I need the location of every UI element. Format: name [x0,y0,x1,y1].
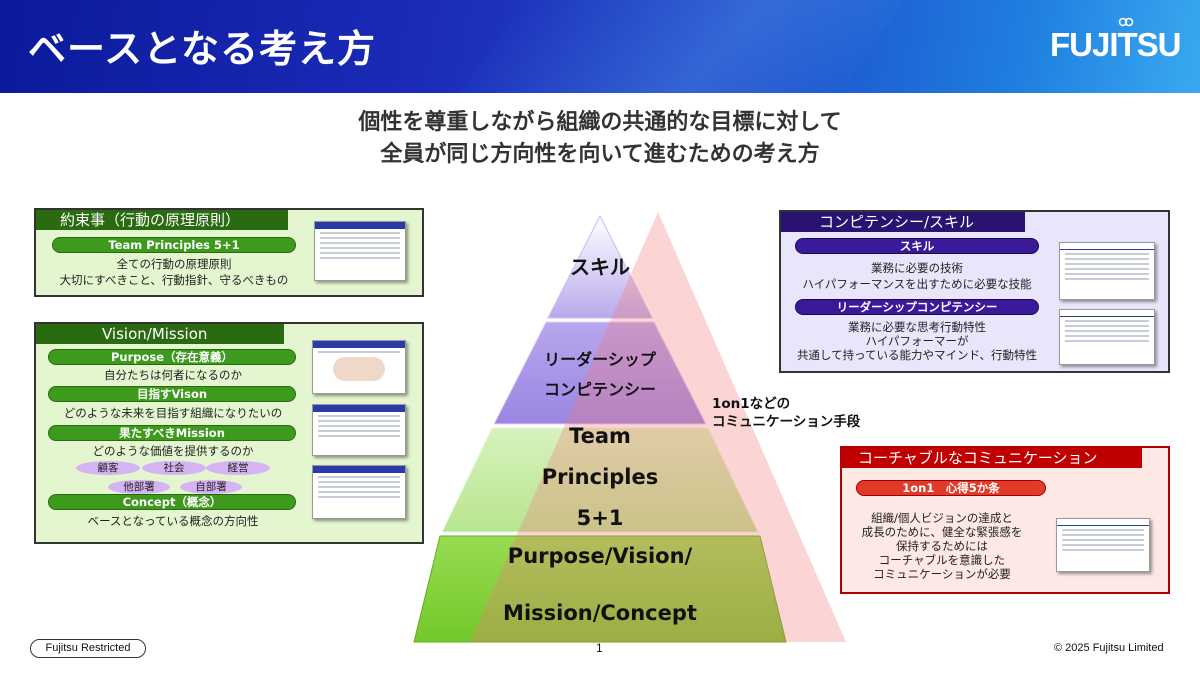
panel-coachable-communication: コーチャブルなコミュニケーション 1on1 心得5か条 組織/個人ビジョンの達成… [840,446,1170,594]
vision-thumbnail [312,404,406,456]
communication-label-line-1: 1on1などの [712,396,791,412]
communication-triangle [470,212,846,642]
team-principles-pill: Team Principles 5+1 [52,237,296,253]
pyramid-label-team: Team [569,424,631,448]
coachable-line-3: 保持するためには [896,539,988,553]
pyramid-label-leadership: リーダーシップ [544,350,656,369]
stakeholder-management: 経営 [206,461,270,475]
mission-pill: 果たすべきMission [48,425,296,441]
stakeholder-other-dept: 他部署 [108,480,170,494]
skill-line-1: 業務に必要の技術 [871,261,963,275]
panel-principles-title: 約束事（行動の原理原則） [36,210,288,230]
pyramid-label-skill: スキル [570,255,630,279]
title-bar: ベースとなる考え方 FUJITSU [0,0,1200,93]
principles-line-1: 全ての行動の原理原則 [116,257,232,271]
purpose-pill: Purpose（存在意義） [48,349,296,365]
infinity-logo-icon [1118,17,1134,27]
mission-text: どのような価値を提供するのか [92,444,254,458]
stakeholder-customer: 顧客 [76,461,140,475]
subtitle-line-1: 個性を尊重しながら組織の共通的な目標に対して [358,110,842,135]
panel-principles: 約束事（行動の原理原則） Team Principles 5+1 全ての行動の原… [34,208,424,297]
pyramid-level-team-principles [441,427,759,533]
leadership-line-2: ハイパフォーマーが [865,334,969,348]
one-on-one-thumbnail [1056,518,1150,572]
pyramid-label-competency: コンピテンシー [543,380,656,399]
concept-pill: Concept（概念） [48,494,296,510]
stakeholder-own-dept: 自部署 [180,480,242,494]
panel-competency-skill: コンピテンシー/スキル スキル 業務に必要の技術 ハイパフォーマンスを出すために… [779,210,1170,373]
vision-text: どのような未来を目指す組織になりたいの [63,406,283,420]
vision-pill: 目指すVison [48,386,296,402]
subtitle-line-2: 全員が同じ方向性を向いて進むための考え方 [380,142,820,167]
principles-thumbnail [314,221,406,281]
classification-badge: Fujitsu Restricted [30,639,146,658]
leadership-competency-pill: リーダーシップコンピテンシー [795,299,1039,315]
leadership-line-3: 共通して持っている能力やマインド、行動特性 [796,348,1038,362]
fujitsu-logo: FUJITSU [1050,26,1182,63]
purpose-thumbnail [312,340,406,394]
page-title: ベースとなる考え方 [28,27,376,71]
coachable-line-4: コーチャブルを意識した [878,553,1006,567]
copyright: © 2025 Fujitsu Limited [1054,642,1164,654]
coachable-line-2: 成長のために、健全な緊張感を [861,525,1023,539]
pyramid-label-purpose-vision: Purpose/Vision/ [507,544,693,568]
purpose-text: 自分たちは何者になるのか [104,368,242,382]
panel-coachable-title: コーチャブルなコミュニケーション [842,448,1142,468]
leadership-thumbnail [1059,309,1155,365]
pyramid-level-purpose [413,535,787,643]
leadership-line-1: 業務に必要な思考行動特性 [848,320,986,334]
panel-competency-title: コンピテンシー/スキル [781,212,1025,232]
panel-vision-title: Vision/Mission [36,324,284,344]
coachable-line-5: コミュニケーションが必要 [873,567,1011,581]
communication-label-line-2: コミュニケーション手段 [712,414,861,430]
principles-line-2: 大切にすべきこと、行動指針、守るべきもの [59,273,289,287]
stakeholder-society: 社会 [142,461,206,475]
one-on-one-pill: 1on1 心得5か条 [856,480,1046,496]
panel-vision-mission: Vision/Mission Purpose（存在意義） 自分たちは何者になるの… [34,322,424,544]
skill-thumbnail [1059,242,1155,300]
pyramid-level-leadership [493,321,707,425]
communication-label: 1on1などの コミュニケーション手段 [712,395,860,431]
pyramid-label-five-plus-one: 5+1 [576,506,624,530]
coachable-line-1: 組織/個人ビジョンの達成と [871,511,1013,525]
skill-pill: スキル [795,238,1039,254]
pyramid-label-principles: Principles [541,465,659,489]
skill-line-2: ハイパフォーマンスを出すために必要な技能 [802,277,1032,291]
pyramid-level-skill [547,214,653,319]
pyramid-label-mission-concept: Mission/Concept [503,601,697,625]
page-number: 1 [596,641,603,655]
mission-thumbnail [312,465,406,519]
concept-text: ベースとなっている概念の方向性 [87,514,259,528]
